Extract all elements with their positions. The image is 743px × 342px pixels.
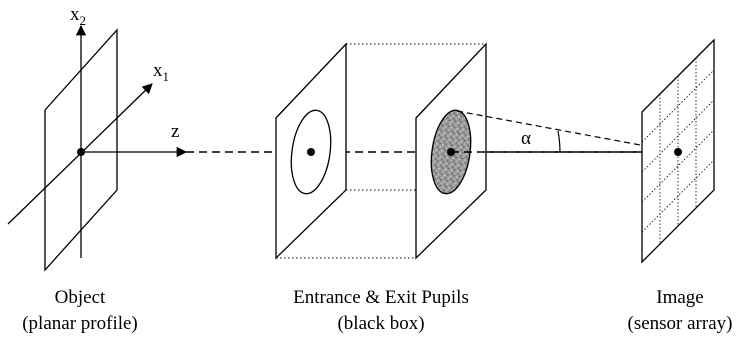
sensor-grid-hline [641,159,715,233]
x2-axis-label: x2 [70,4,86,28]
angle-alpha-arc [557,130,561,153]
object-caption-subtitle: (planar profile) [22,313,138,334]
image-caption-title: Image [656,287,703,308]
image-point [674,148,682,156]
sensor-grid-hline [641,99,715,173]
marginal-ray-dashed [456,110,679,153]
sensor-grid-hline [641,129,715,203]
black-box-group [275,42,487,260]
object-caption-title: Object [55,287,106,308]
pupils-caption-subtitle: (black box) [337,313,424,334]
sensor-grid-hline [641,69,715,143]
z-axis-label: z [171,121,179,142]
ray-cone-group: α [451,110,679,153]
x1-axis-label: x1 [153,60,169,84]
captions: Object (planar profile) Entrance & Exit … [22,287,732,334]
image-sensor-group [641,38,715,264]
pupils-caption-title: Entrance & Exit Pupils [293,287,469,308]
image-caption-subtitle: (sensor array) [628,313,733,334]
entrance-pupil-center [307,148,315,156]
object-origin-point [77,148,85,156]
object-plane [44,28,118,272]
object-group: x2 x1 z [7,4,188,272]
entrance-pupil-aperture [290,109,332,195]
angle-alpha-label: α [521,128,531,149]
